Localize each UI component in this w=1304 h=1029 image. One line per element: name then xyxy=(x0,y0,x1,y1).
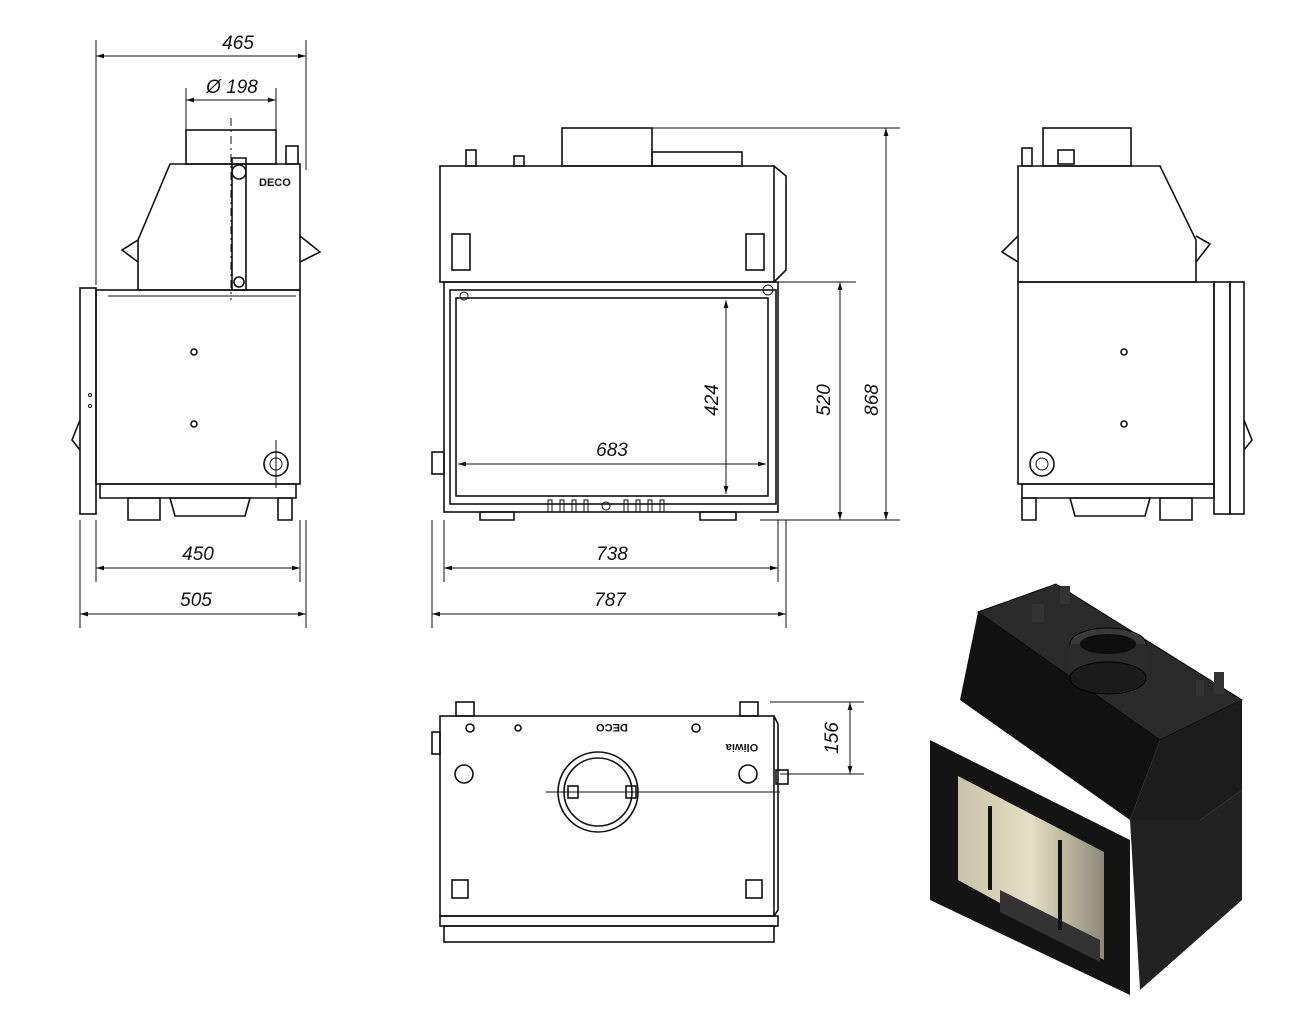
brand-label: DECO xyxy=(259,177,291,189)
dim-683: 683 xyxy=(596,440,628,461)
dim-450: 450 xyxy=(182,544,214,565)
dim-738: 738 xyxy=(596,544,628,565)
left-side-view: 465 Ø 198 DECO xyxy=(71,33,322,628)
front-view: 683 424 520 868 738 787 xyxy=(431,127,900,628)
dim-156: 156 xyxy=(822,722,843,754)
top-model-label: Oliwia xyxy=(725,741,758,753)
top-view: DECO Oliwia 156 xyxy=(431,701,864,943)
ash-grate-slots xyxy=(547,499,665,513)
dim-868: 868 xyxy=(862,384,883,416)
top-brand-label: DECO xyxy=(596,721,628,733)
dim-505: 505 xyxy=(180,590,212,611)
dim-424: 424 xyxy=(702,384,723,416)
fireplace-render xyxy=(930,583,1244,995)
dim-520: 520 xyxy=(814,384,835,416)
right-side-view xyxy=(1000,127,1253,521)
dim-465: 465 xyxy=(222,33,254,54)
dim-flue-diameter: Ø 198 xyxy=(205,77,258,98)
dim-787: 787 xyxy=(594,590,627,611)
